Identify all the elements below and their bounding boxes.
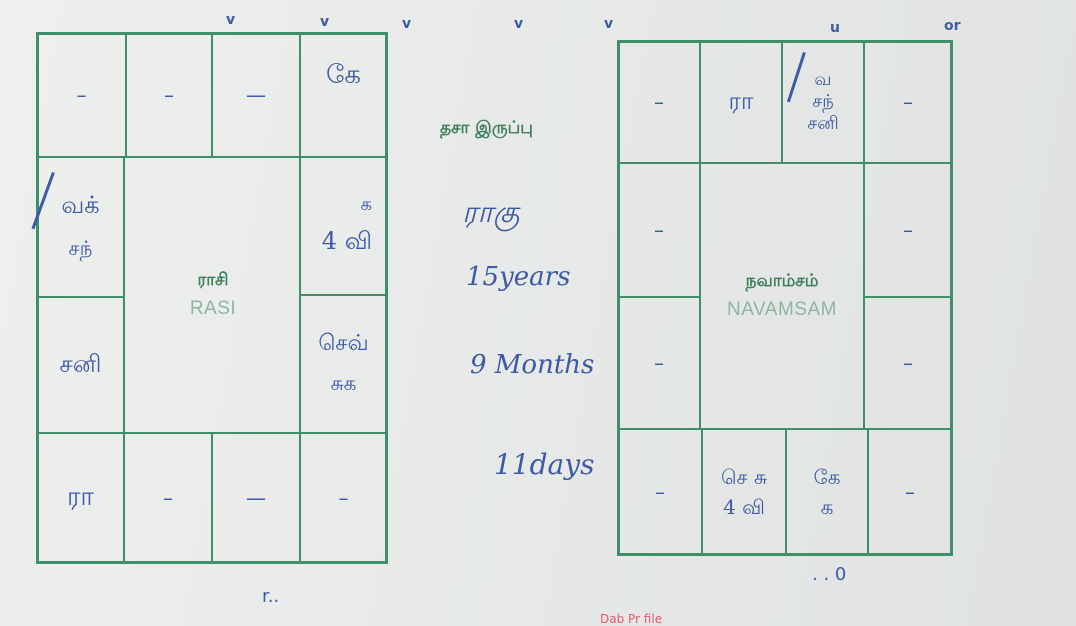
margin-mark: or bbox=[944, 18, 961, 34]
navamsam-house-4: – bbox=[863, 40, 953, 164]
rasi-center: ராசி RASI bbox=[125, 156, 301, 434]
navamsam-house-2: ரா bbox=[699, 40, 783, 164]
house-text: க bbox=[360, 194, 372, 215]
dasa-months: 9 Months bbox=[470, 350, 595, 380]
navamsam-house-7: – bbox=[867, 428, 953, 556]
house-text: வ சந் சனி bbox=[807, 69, 839, 134]
navamsam-house-3: வ சந் சனி bbox=[781, 40, 865, 164]
bottom-mark: r.. bbox=[262, 586, 280, 607]
navamsam-house-10: – bbox=[617, 428, 703, 556]
house-text: — bbox=[246, 486, 266, 510]
navamsam-title-tamil: நவாம்சம் bbox=[745, 271, 819, 291]
footer-red-text: Dab Pr file bbox=[600, 612, 663, 626]
house-text: சனி bbox=[59, 349, 102, 378]
navamsam-center: நவாம்சம் NAVAMSAM bbox=[701, 162, 863, 430]
house-text: கே bbox=[325, 60, 362, 90]
house-text: – bbox=[654, 351, 664, 375]
dasa-balance-title: தசா இருப்பு bbox=[440, 118, 533, 138]
house-text: ரா bbox=[66, 481, 94, 512]
house-text: – bbox=[905, 480, 915, 504]
house-text: – bbox=[903, 351, 913, 375]
navamsam-house-11: – bbox=[617, 296, 701, 430]
rasi-house-3: — bbox=[211, 32, 301, 158]
rasi-house-1: – bbox=[36, 32, 127, 158]
bottom-mark: . . 0 bbox=[812, 564, 847, 585]
house-text: – bbox=[164, 83, 174, 107]
navamsam-title-english: NAVAMSAM bbox=[727, 299, 837, 320]
house-text: – bbox=[76, 83, 87, 107]
rasi-title-tamil: ராசி bbox=[197, 270, 229, 290]
margin-mark: v bbox=[514, 16, 524, 32]
house-text: சந் bbox=[68, 236, 93, 260]
dasa-days: 11days bbox=[494, 448, 595, 481]
margin-mark: u bbox=[830, 20, 840, 36]
rasi-house-4: கே bbox=[299, 32, 388, 158]
navamsam-chart: – ரா வ சந் சனி – – – – – நவாம்சம் NAVAMS… bbox=[617, 40, 953, 556]
house-text: சுக bbox=[330, 370, 357, 395]
house-text: – bbox=[903, 90, 913, 114]
margin-mark: v bbox=[402, 16, 412, 32]
house-text: – bbox=[654, 218, 664, 242]
house-text: வக் bbox=[61, 191, 100, 219]
dasa-years: 15years bbox=[466, 262, 571, 292]
rasi-house-7: – bbox=[299, 432, 388, 564]
navamsam-house-9: செ சு 4 வி bbox=[701, 428, 787, 556]
margin-mark: v bbox=[226, 12, 236, 28]
house-text: – bbox=[903, 218, 913, 242]
house-text: – bbox=[163, 486, 173, 510]
margin-mark: v bbox=[604, 16, 614, 32]
house-text: – bbox=[338, 486, 349, 510]
rasi-house-6: செவ் சுக bbox=[299, 294, 388, 434]
navamsam-house-1: – bbox=[617, 40, 701, 164]
house-text: – bbox=[655, 480, 665, 504]
rasi-house-8: — bbox=[211, 432, 301, 564]
rasi-title-english: RASI bbox=[189, 298, 237, 319]
rasi-house-9: – bbox=[123, 432, 213, 564]
house-text: ரா bbox=[728, 86, 754, 115]
house-text: – bbox=[654, 90, 664, 114]
navamsam-house-8: கே க bbox=[785, 428, 869, 556]
house-text: செவ் bbox=[318, 330, 369, 356]
house-text: கே க bbox=[813, 465, 841, 519]
rasi-house-11: சனி bbox=[36, 296, 125, 434]
navamsam-house-6: – bbox=[863, 296, 953, 430]
navamsam-house-5: – bbox=[863, 162, 953, 298]
house-text: — bbox=[246, 83, 266, 107]
rasi-house-2: – bbox=[125, 32, 213, 158]
dasa-planet: ராகு bbox=[462, 195, 520, 230]
house-text: 4 வி bbox=[321, 227, 372, 255]
navamsam-house-12: – bbox=[617, 162, 701, 298]
rasi-chart: – – — கே வக் சந் சனி க 4 வி செவ் சுக ராச… bbox=[36, 32, 388, 564]
margin-mark: v bbox=[320, 14, 330, 30]
house-text: செ சு 4 வி bbox=[720, 465, 768, 519]
rasi-house-10: ரா bbox=[36, 432, 125, 564]
rasi-house-5: க 4 வி bbox=[299, 156, 388, 296]
